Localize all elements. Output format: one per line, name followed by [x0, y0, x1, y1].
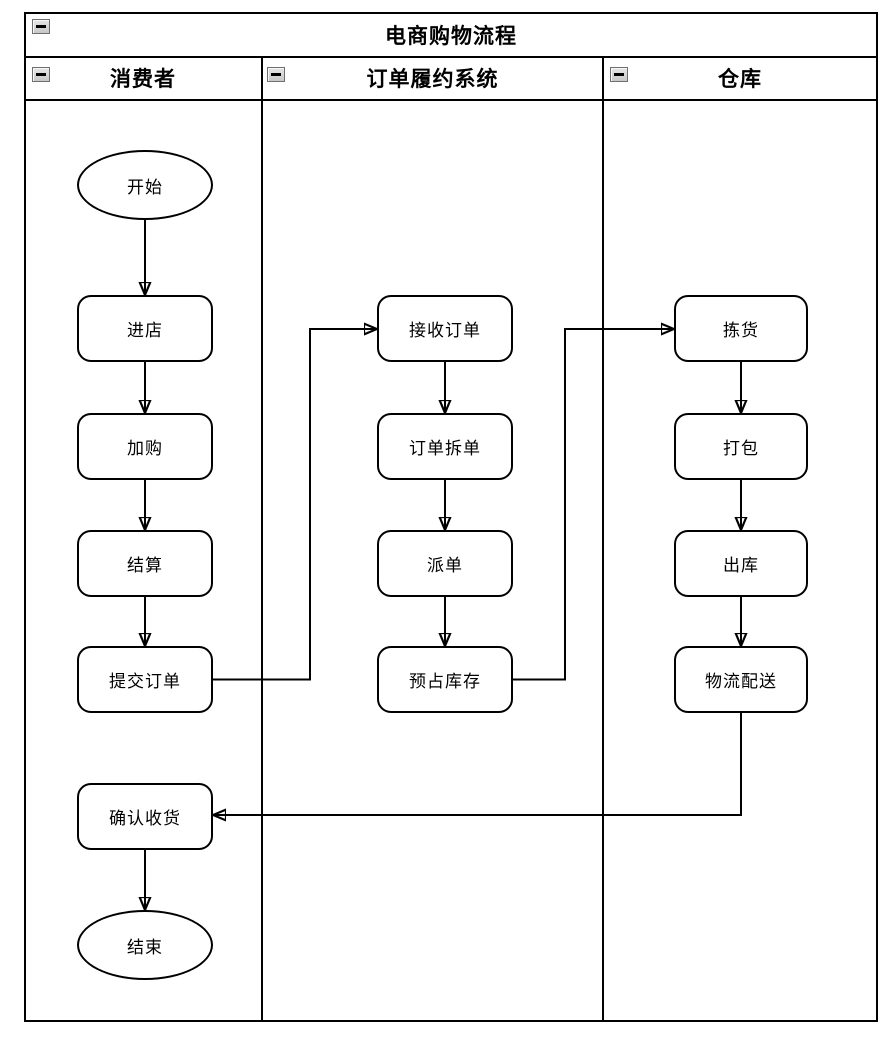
lane-divider-2: [602, 57, 604, 1020]
pool-title-cell: 电商购物流程: [25, 14, 877, 56]
lane-header-fulfillment: 订单履约系统: [263, 58, 602, 98]
collapse-button-pool[interactable]: [32, 19, 50, 34]
collapse-button-lane-fulfillment[interactable]: [267, 67, 285, 82]
pool-border: [24, 12, 878, 1022]
node-start[interactable]: 开始: [77, 150, 213, 220]
node-delivery[interactable]: 物流配送: [674, 646, 808, 713]
node-submit-order[interactable]: 提交订单: [77, 646, 213, 713]
pool-title[interactable]: 电商购物流程: [385, 24, 517, 48]
lane-label-consumer[interactable]: 消费者: [110, 67, 176, 91]
edge-submit-order-to-receive-order[interactable]: [213, 329, 377, 681]
node-dispatch-order[interactable]: 派单: [377, 530, 513, 597]
minus-icon: [36, 73, 46, 76]
node-confirm-receipt[interactable]: 确认收货: [77, 783, 213, 850]
lane-header-consumer: 消费者: [25, 58, 261, 98]
node-split-order[interactable]: 订单拆单: [377, 413, 513, 480]
node-outbound[interactable]: 出库: [674, 530, 808, 597]
title-divider-line: [25, 56, 877, 58]
node-end[interactable]: 结束: [77, 910, 213, 980]
node-enter-store[interactable]: 进店: [77, 295, 213, 362]
lane-header-warehouse: 仓库: [604, 58, 876, 98]
lane-label-fulfillment[interactable]: 订单履约系统: [366, 67, 499, 91]
lane-divider-1: [261, 57, 263, 1020]
node-reserve-stock[interactable]: 预占库存: [377, 646, 513, 713]
minus-icon: [614, 73, 624, 76]
node-checkout[interactable]: 结算: [77, 530, 213, 597]
header-divider-line: [25, 99, 877, 101]
lane-label-warehouse[interactable]: 仓库: [718, 67, 762, 91]
edge-delivery-to-confirm-receipt[interactable]: [213, 713, 742, 815]
minus-icon: [36, 25, 46, 28]
collapse-button-lane-warehouse[interactable]: [610, 67, 628, 82]
collapse-button-lane-consumer[interactable]: [32, 67, 50, 82]
edge-reserve-stock-to-pick-goods[interactable]: [513, 329, 674, 681]
node-pack[interactable]: 打包: [674, 413, 808, 480]
minus-icon: [271, 73, 281, 76]
node-receive-order[interactable]: 接收订单: [377, 295, 513, 362]
node-pick-goods[interactable]: 拣货: [674, 295, 808, 362]
node-add-to-cart[interactable]: 加购: [77, 413, 213, 480]
